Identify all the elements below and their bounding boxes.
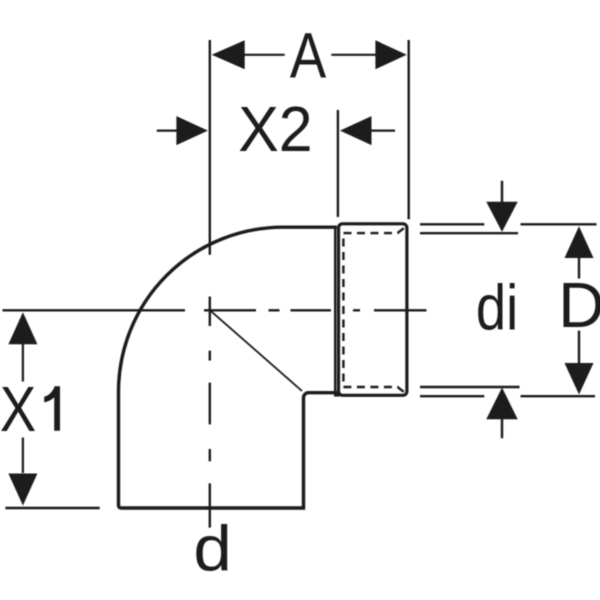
svg-text:X: X bbox=[0, 373, 36, 445]
svg-text:X2: X2 bbox=[238, 94, 312, 166]
svg-text:A: A bbox=[290, 19, 327, 91]
svg-text:d: d bbox=[193, 514, 231, 585]
svg-text:D: D bbox=[558, 269, 600, 341]
svg-text:di: di bbox=[476, 271, 518, 343]
